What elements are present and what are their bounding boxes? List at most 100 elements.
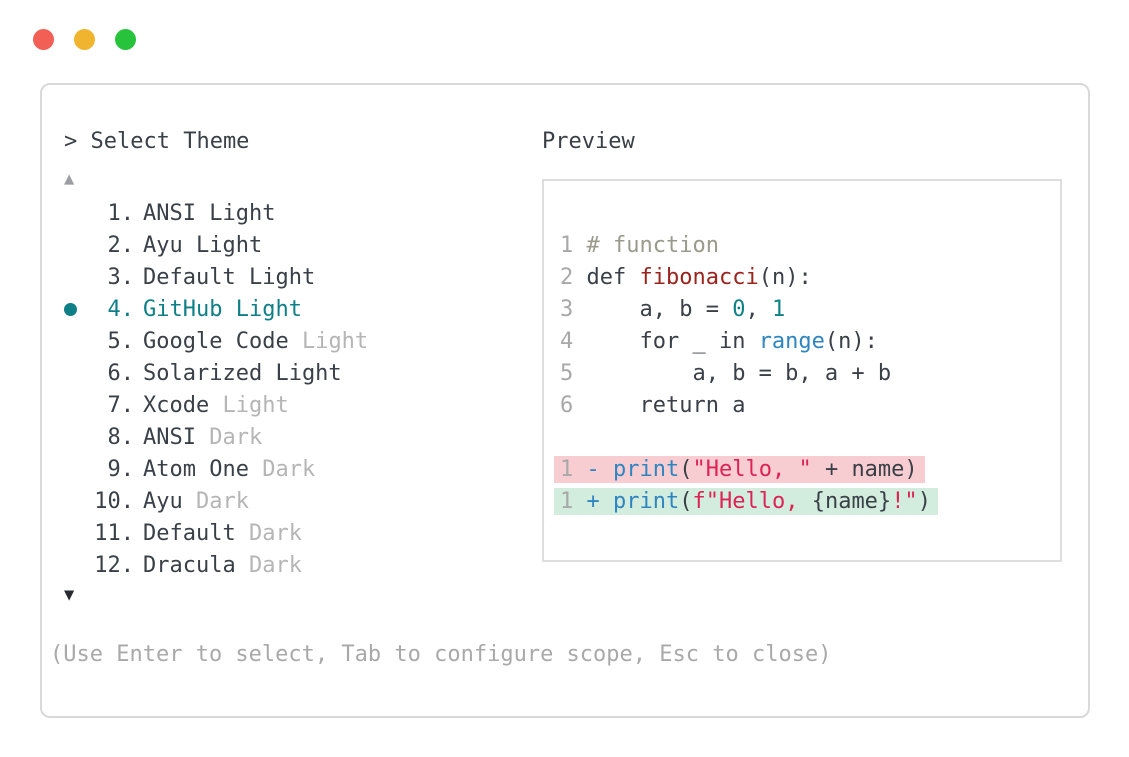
- select-theme-prompt: > Select Theme: [64, 129, 250, 154]
- line-number: 6: [560, 393, 587, 418]
- theme-name: ANSI Dark: [143, 424, 263, 450]
- code-token-pl: {name}: [811, 489, 892, 514]
- theme-number: 11.: [94, 520, 134, 546]
- line-number: 3: [560, 297, 587, 322]
- theme-list-item[interactable]: 10. Ayu Dark: [64, 485, 368, 517]
- theme-list: 1. ANSI Light 2. Ayu Light 3. Default Light 4.…: [64, 197, 368, 581]
- theme-list-item[interactable]: 6. Solarized Light: [64, 357, 368, 389]
- theme-name: ANSI Light: [143, 200, 276, 226]
- theme-name: Ayu Dark: [143, 488, 249, 514]
- theme-list-item[interactable]: 8. ANSI Dark: [64, 421, 368, 453]
- theme-name: Google Code Light: [143, 328, 369, 354]
- maximize-button[interactable]: [115, 29, 136, 50]
- theme-name: Dracula Dark: [143, 552, 302, 578]
- theme-list-item[interactable]: 9. Atom One Dark: [64, 453, 368, 485]
- code-token-pl: + name): [811, 457, 918, 482]
- theme-number: 10.: [94, 488, 134, 514]
- window-controls: [33, 29, 136, 50]
- code-token-num: 1: [771, 297, 786, 322]
- code-line: 3 a, b = 0, 1: [560, 294, 1060, 326]
- diff-code-line: 1 + print(f"Hello, {name}!"): [554, 486, 1060, 518]
- theme-number: 6.: [107, 360, 135, 386]
- theme-list-item[interactable]: 2. Ayu Light: [64, 229, 368, 261]
- line-number: 5: [560, 361, 587, 386]
- theme-name: Default Light: [143, 264, 316, 290]
- code-token-pl: return a: [586, 393, 746, 418]
- theme-list-item[interactable]: 7. Xcode Light: [64, 389, 368, 421]
- theme-name-suffix: Dark: [235, 552, 302, 578]
- scroll-up-icon[interactable]: ▲: [64, 169, 75, 189]
- theme-number: 7.: [107, 392, 135, 418]
- theme-name: Solarized Light: [143, 360, 342, 386]
- code-token-pl: a, b =: [586, 297, 733, 322]
- theme-name: Default Dark: [143, 520, 302, 546]
- code-line: 5 a, b = b, a + b: [560, 358, 1060, 390]
- theme-name: Atom One Dark: [143, 456, 316, 482]
- theme-list-item[interactable]: 12. Dracula Dark: [64, 549, 368, 581]
- theme-name-suffix: Dark: [235, 520, 302, 546]
- line-number: 1: [560, 233, 587, 258]
- theme-name-suffix: Light: [288, 328, 369, 354]
- hint-text: (Use Enter to select, Tab to configure s…: [50, 642, 832, 667]
- theme-name: Ayu Light: [143, 232, 263, 258]
- theme-name: Xcode Light: [143, 392, 289, 418]
- code-token-pl: ,: [745, 297, 772, 322]
- theme-number: 1.: [107, 200, 135, 226]
- theme-name-suffix: Dark: [182, 488, 249, 514]
- theme-list-item[interactable]: 1. ANSI Light: [64, 197, 368, 229]
- code-token-sign: +: [586, 489, 613, 514]
- line-number: 1: [560, 457, 587, 482]
- theme-list-item[interactable]: 11. Default Dark: [64, 517, 368, 549]
- theme-number: 8.: [107, 424, 135, 450]
- scroll-down-icon[interactable]: ▼: [64, 585, 75, 605]
- code-token-nb: print: [613, 489, 680, 514]
- code-token-pl: (: [679, 457, 693, 482]
- code-token-str: !": [891, 489, 918, 514]
- theme-number: 12.: [94, 552, 134, 578]
- code-token-nb: print: [613, 457, 680, 482]
- line-number: 2: [560, 265, 587, 290]
- theme-list-item[interactable]: 5.Google Code Light: [64, 325, 369, 357]
- code-line: 6 return a: [560, 390, 1060, 422]
- theme-name-suffix: Dark: [248, 456, 316, 482]
- theme-picker-panel: > Select Theme Preview ▲ 1. ANSI Light 2. A…: [40, 83, 1090, 718]
- code-token-fn: fibonacci: [639, 265, 759, 290]
- theme-name-suffix: Dark: [195, 424, 263, 450]
- line-number: 4: [560, 329, 587, 354]
- theme-number: 9.: [107, 456, 135, 482]
- code-token-pl: (: [679, 489, 693, 514]
- theme-list-item[interactable]: 3. Default Light: [64, 261, 368, 293]
- code-token-pl: a, b = b, a + b: [586, 361, 892, 386]
- code-line: 2 def fibonacci(n):: [560, 262, 1060, 294]
- selected-bullet-icon: [64, 302, 77, 316]
- preview-label: Preview: [542, 129, 635, 154]
- diff-added-line: 1 + print(f"Hello, {name}!"): [554, 488, 938, 515]
- theme-name: GitHub Light: [143, 296, 302, 322]
- theme-number: 3.: [107, 264, 135, 290]
- code-line: 1 # function: [560, 230, 1060, 262]
- code-token-pl: (n):: [758, 265, 812, 290]
- code-token-num: 0: [732, 297, 746, 322]
- diff-removed-line: 1 - print("Hello, " + name): [554, 456, 925, 483]
- code-token-pl: (n):: [824, 329, 878, 354]
- line-number: 1: [560, 489, 587, 514]
- theme-number: 2.: [107, 232, 135, 258]
- code-token-pl: def: [586, 265, 640, 290]
- theme-name-suffix: Light: [209, 392, 289, 418]
- diff-code-line: 1 - print("Hello, " + name): [554, 454, 1060, 486]
- code-token-cm: # function: [586, 233, 719, 258]
- minimize-button[interactable]: [74, 29, 95, 50]
- code-token-str: "Hello, ": [692, 457, 812, 482]
- close-button[interactable]: [33, 29, 54, 50]
- code-token-nb: range: [758, 329, 825, 354]
- code-token-str: f"Hello,: [692, 489, 812, 514]
- theme-number: 4.: [107, 296, 135, 322]
- code-line: [560, 422, 1060, 454]
- code-token-pl: ): [917, 489, 931, 514]
- code-token-pl: for _ in: [586, 329, 759, 354]
- bullet-column: [64, 302, 94, 316]
- code-line: 4 for _ in range(n):: [560, 326, 1060, 358]
- theme-list-item[interactable]: 4. GitHub Light: [64, 293, 368, 325]
